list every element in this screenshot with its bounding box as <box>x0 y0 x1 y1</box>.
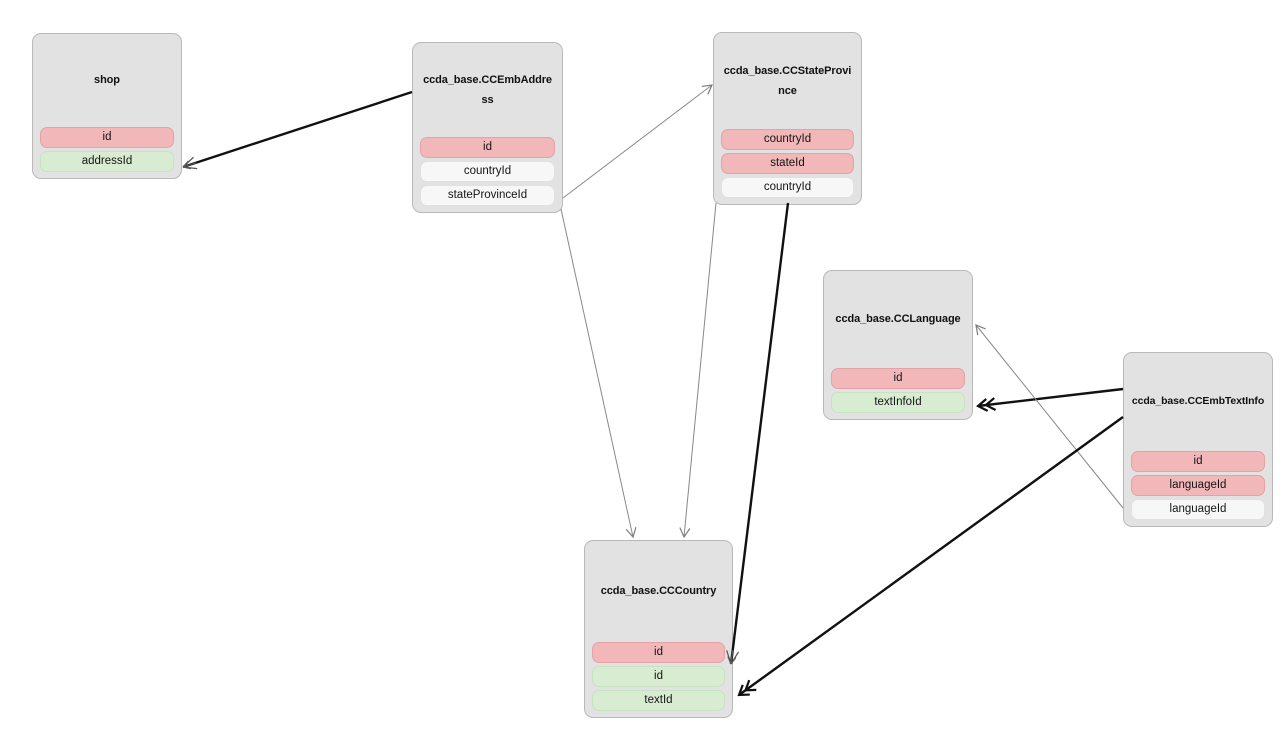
entity-cccountry-title: ccda_base.CCCountry <box>585 541 732 642</box>
entity-ccembaddress-title: ccda_base.CCEmbAddress <box>413 43 562 137</box>
field-ccstateprovince-stateId[interactable]: stateId <box>721 153 854 174</box>
entity-ccembaddress-title-text: ccda_base.CCEmbAddress <box>423 73 552 106</box>
entity-ccembtextinfo-title: ccda_base.CCEmbTextInfo <box>1124 353 1272 451</box>
entity-cclanguage[interactable]: ccda_base.CCLanguage id textInfoId <box>823 270 973 420</box>
field-cccountry-id-key[interactable]: id <box>592 642 725 663</box>
field-ccembtextinfo-languageId-plain[interactable]: languageId <box>1131 499 1265 520</box>
edge-embtextinfo-to-language-textInfoId <box>976 387 1124 412</box>
entity-cccountry-fields: id id textId <box>585 642 732 717</box>
edge-embtextinfo-to-country-textId <box>737 416 1124 697</box>
field-ccembtextinfo-id[interactable]: id <box>1131 451 1265 472</box>
entity-shop-fields: id addressId <box>33 127 181 178</box>
field-shop-id[interactable]: id <box>40 127 174 148</box>
edge-stateprovince-countryId-to-country-id <box>726 202 790 665</box>
entity-shop-title-text: shop <box>94 74 120 87</box>
entity-ccstateprovince[interactable]: ccda_base.CCStateProvince countryId stat… <box>713 32 862 205</box>
edge-embtextinfo-languageId-to-language <box>975 324 1124 509</box>
field-ccstateprovince-countryId-plain[interactable]: countryId <box>721 177 854 198</box>
entity-ccstateprovince-title-text: ccda_base.CCStateProvince <box>723 64 852 97</box>
field-ccembaddress-countryId[interactable]: countryId <box>420 161 555 182</box>
edge-embaddress-to-shop-addressId <box>182 90 413 170</box>
entity-ccstateprovince-fields: countryId stateId countryId <box>714 129 861 204</box>
entity-shop[interactable]: shop id addressId <box>32 33 182 179</box>
edge-embaddress-to-country <box>560 208 637 539</box>
entity-ccembtextinfo-title-text: ccda_base.CCEmbTextInfo <box>1131 395 1265 408</box>
entity-cclanguage-title-text: ccda_base.CCLanguage <box>835 313 961 326</box>
field-shop-addressId[interactable]: addressId <box>40 151 174 172</box>
edge-embaddress-stateProvinceId-to-stateprovince <box>562 84 713 199</box>
field-ccembtextinfo-languageId-key[interactable]: languageId <box>1131 475 1265 496</box>
entity-ccembaddress[interactable]: ccda_base.CCEmbAddress id countryId stat… <box>412 42 563 213</box>
entity-cccountry-title-text: ccda_base.CCCountry <box>600 585 717 598</box>
field-cccountry-textId[interactable]: textId <box>592 690 725 711</box>
entity-ccembtextinfo-fields: id languageId languageId <box>1124 451 1272 526</box>
field-cclanguage-textInfoId[interactable]: textInfoId <box>831 392 965 413</box>
edge-stateprovince-to-country <box>679 202 717 539</box>
entity-cclanguage-fields: id textInfoId <box>824 368 972 419</box>
field-cccountry-id-ref[interactable]: id <box>592 666 725 687</box>
field-ccstateprovince-countryId-key[interactable]: countryId <box>721 129 854 150</box>
entity-ccembtextinfo[interactable]: ccda_base.CCEmbTextInfo id languageId la… <box>1123 352 1273 527</box>
entity-cccountry[interactable]: ccda_base.CCCountry id id textId <box>584 540 733 718</box>
field-ccembaddress-id[interactable]: id <box>420 137 555 158</box>
field-cclanguage-id[interactable]: id <box>831 368 965 389</box>
entity-cclanguage-title: ccda_base.CCLanguage <box>824 271 972 368</box>
entity-shop-title: shop <box>33 34 181 127</box>
entity-ccembaddress-fields: id countryId stateProvinceId <box>413 137 562 212</box>
entity-ccstateprovince-title: ccda_base.CCStateProvince <box>714 33 861 129</box>
field-ccembaddress-stateProvinceId[interactable]: stateProvinceId <box>420 185 555 206</box>
